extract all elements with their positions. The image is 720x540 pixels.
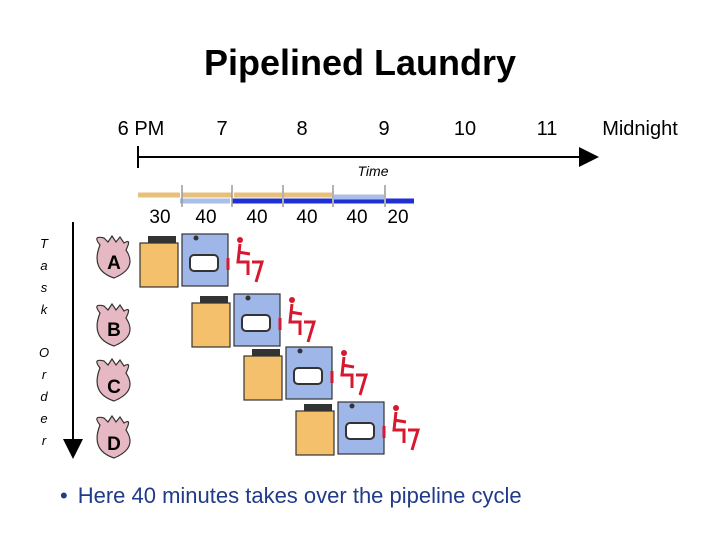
laundry-bag-icon — [96, 414, 131, 459]
bullet-text: Here 40 minutes takes over the pipeline … — [77, 483, 522, 508]
dryer-door — [241, 314, 271, 332]
duration-label: 40 — [296, 207, 318, 228]
washer-lid — [252, 349, 280, 356]
task-order-letter: r — [41, 367, 47, 382]
task-label-b: B — [107, 320, 121, 341]
bullet-dot-icon: • — [60, 483, 68, 508]
washer-lid — [200, 296, 228, 303]
dryer-door — [189, 254, 219, 272]
dryer-door — [345, 422, 375, 440]
task-order-letter: T — [40, 236, 48, 251]
task-label-c: C — [107, 377, 121, 398]
dryer-knob — [349, 403, 355, 409]
hour-label-10: 10 — [453, 118, 477, 140]
task-order-letter: d — [40, 389, 48, 404]
washer-lid — [304, 404, 332, 411]
duration-bars — [138, 185, 414, 207]
duration-label: 20 — [387, 207, 409, 228]
task-order-letter: r — [41, 433, 47, 448]
folding-person-icon — [226, 237, 265, 283]
duration-label: 40 — [346, 207, 368, 228]
washer-icon — [295, 410, 335, 456]
folding-person-icon — [330, 350, 369, 396]
washer-icon — [139, 242, 179, 288]
duration-label: 40 — [195, 207, 217, 228]
task-row-c — [96, 346, 369, 402]
hour-label-midnight: Midnight — [602, 118, 678, 140]
dryer-door — [293, 367, 323, 385]
folding-person-icon — [382, 405, 421, 451]
task-order-letter: k — [40, 302, 48, 317]
laundry-bag-icon — [96, 302, 131, 347]
hour-label-9: 9 — [378, 118, 390, 140]
folding-person-icon — [278, 297, 317, 343]
task-order-letter: a — [40, 258, 48, 273]
task-label-a: A — [107, 253, 121, 274]
duration-label: 40 — [246, 207, 268, 228]
task-row-b — [96, 293, 317, 348]
duration-label: 30 — [149, 207, 171, 228]
bullet-point: • Here 40 minutes takes over the pipeline… — [60, 483, 522, 509]
dryer-knob — [297, 348, 303, 354]
task-label-d: D — [107, 434, 121, 455]
time-axis-label: Time — [357, 163, 389, 179]
hour-label-8: 8 — [296, 118, 308, 140]
hour-label-11: 11 — [536, 118, 558, 140]
washer-lid — [148, 236, 176, 243]
task-order-letter: e — [40, 411, 48, 426]
task-order-letter: s — [40, 280, 48, 295]
washer-icon — [191, 302, 231, 348]
dryer-knob — [245, 295, 251, 301]
laundry-bag-icon — [96, 357, 131, 402]
laundry-bag-icon — [96, 234, 131, 279]
dryer-knob — [193, 235, 199, 241]
slide-title: Pipelined Laundry — [203, 42, 517, 83]
washer-icon — [243, 355, 283, 401]
task-order-letter: O — [38, 345, 50, 360]
hour-label-7: 7 — [216, 118, 228, 140]
hour-label-6pm: 6 PM — [117, 118, 165, 140]
task-row-a — [96, 233, 265, 288]
task-row-d — [96, 401, 421, 459]
